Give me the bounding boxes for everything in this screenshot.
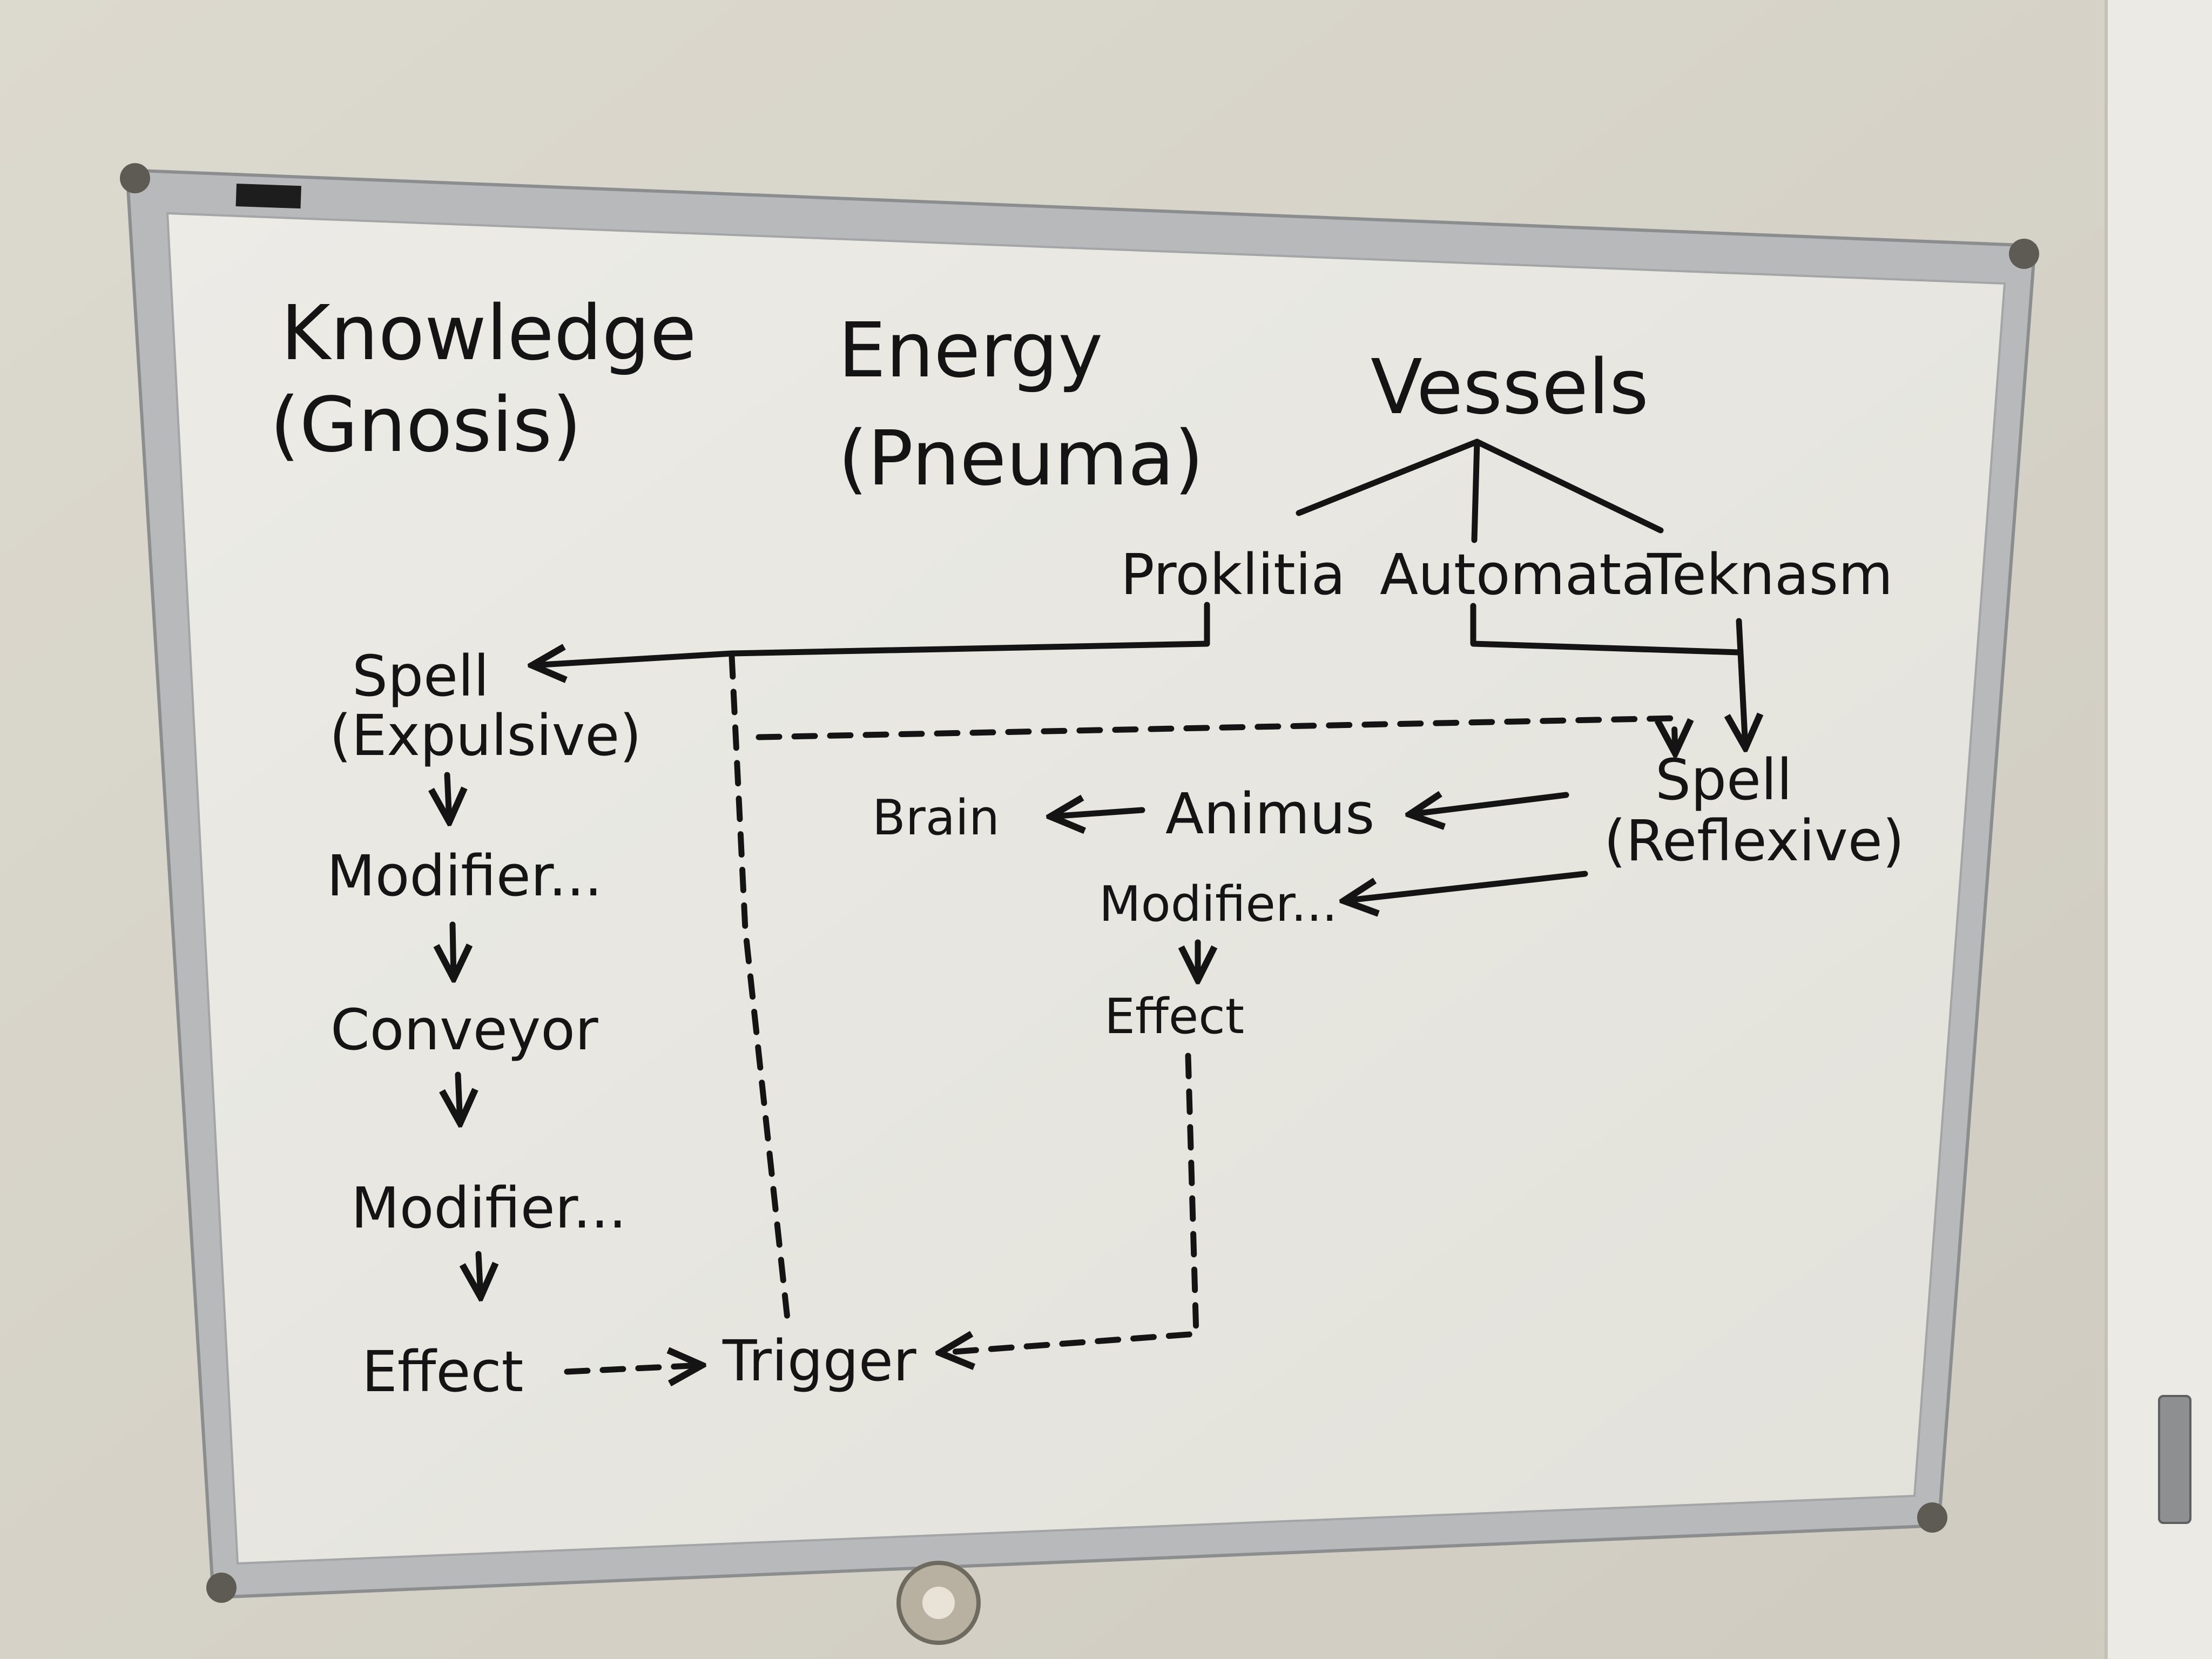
modifier-reflexive-label: Modifier... <box>1099 876 1338 933</box>
effect-expulsive-label: Effect <box>362 1339 524 1405</box>
vessel-teknasm: Teknasm <box>1647 542 1893 608</box>
dashed-line-effect-to-trigger <box>564 1365 702 1372</box>
knowledge-subtitle: (Gnosis) <box>270 381 582 469</box>
arrow-animus-to-brain <box>1050 810 1145 817</box>
energy-title: Energy <box>838 307 1103 395</box>
door-frame <box>2106 0 2212 1659</box>
dashed-line-top <box>756 715 1675 753</box>
vessels-branch-right <box>1474 439 1664 534</box>
animus-label: Animus <box>1165 781 1375 847</box>
arrow-spell-to-animus <box>1410 795 1569 814</box>
energy-subtitle: (Pneuma) <box>838 415 1204 503</box>
brain-label: Brain <box>872 790 1000 846</box>
arrow-modifier-2-to-effect <box>478 1251 481 1297</box>
effect-reflexive-label: Effect <box>1104 988 1245 1045</box>
conveyor-label: Conveyor <box>331 997 598 1063</box>
trigger-label: Trigger <box>723 1328 916 1394</box>
arrow-modifier-1-to-conveyor <box>453 921 454 979</box>
dashed-line-left-vertical <box>729 653 792 1332</box>
connector-automata <box>1470 603 1742 656</box>
arrow-conveyor-to-modifier-2 <box>458 1071 460 1123</box>
arrow-teknasm-to-spell-reflexive <box>1739 618 1745 748</box>
vessel-automata: Automata <box>1380 542 1656 608</box>
spell-reflexive-type: (Reflexive) <box>1604 808 1905 874</box>
whiteboard-surface <box>166 212 2006 1565</box>
vessels-branch-left <box>1296 439 1480 516</box>
modifier-2-label: Modifier... <box>351 1175 627 1241</box>
spell-expulsive-type: (Expulsive) <box>329 703 642 768</box>
door-hinge <box>2158 1395 2191 1524</box>
vessels-title: Vessels <box>1371 343 1649 431</box>
modifier-1-label: Modifier... <box>327 843 603 909</box>
arrow-spell-to-modifier <box>1344 871 1588 901</box>
knowledge-title: Knowledge <box>281 289 697 377</box>
spell-expulsive-label: Spell <box>352 643 489 709</box>
vessel-proklitia: Proklitia <box>1121 542 1346 608</box>
vessels-branch-mid <box>1471 439 1480 543</box>
arrow-proklitia-to-spell-expulsive <box>532 602 1210 665</box>
dashed-line-effect-down <box>940 1053 1199 1353</box>
arrow-spell-to-modifier-1 <box>447 772 449 822</box>
spell-reflexive-label: Spell <box>1655 747 1792 813</box>
